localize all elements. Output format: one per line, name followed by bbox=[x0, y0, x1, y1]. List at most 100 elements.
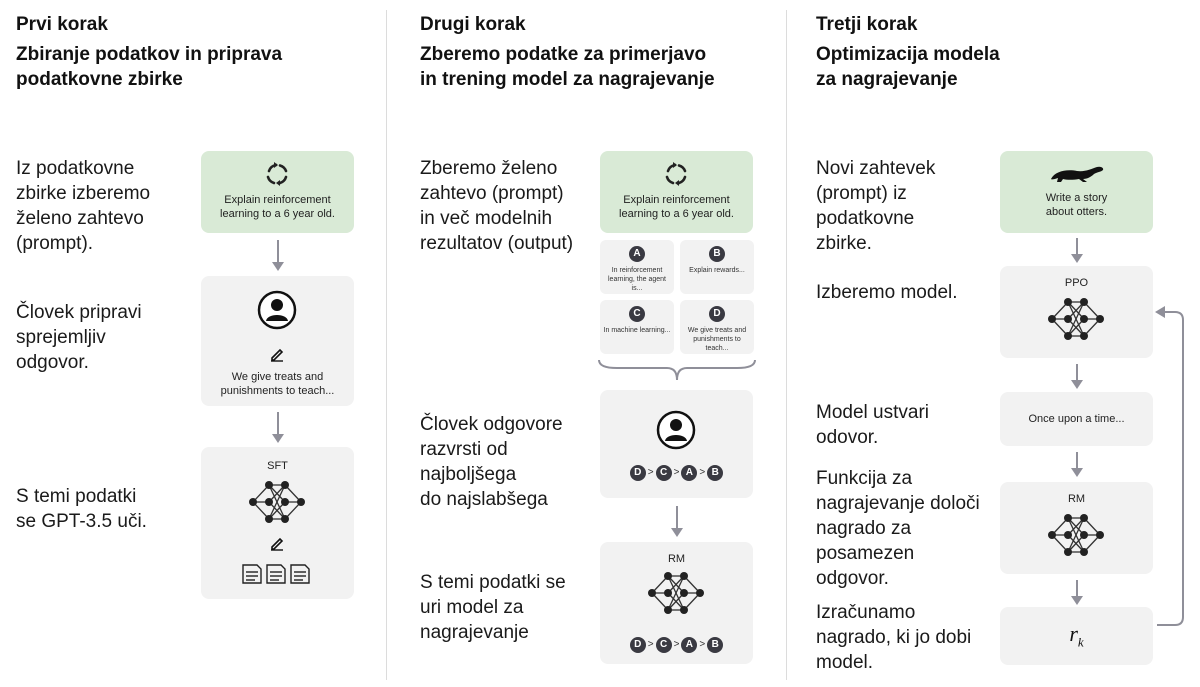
desc-line: Človek pripravi bbox=[16, 302, 142, 323]
step3-subtitle-line2: za nagrajevanje bbox=[816, 69, 958, 90]
output-card-a: A In reinforcement learning, the agent i… bbox=[600, 240, 674, 294]
desc-line: Izračunamo bbox=[816, 602, 916, 623]
step1-subtitle: Zbiranje podatkov in priprava podatkovne… bbox=[16, 42, 282, 92]
step3-subtitle: Optimizacija modela za nagrajevanje bbox=[816, 42, 1000, 92]
model-label: SFT bbox=[267, 460, 288, 472]
cycle-icon bbox=[665, 162, 687, 186]
step1-sft-box: SFT bbox=[201, 447, 354, 599]
desc-line: nagrajevanje določi bbox=[816, 493, 980, 514]
rank-badge: B bbox=[707, 464, 724, 481]
prompt-line2: learning to a 6 year old. bbox=[220, 208, 335, 220]
feedback-loop-arrow bbox=[1155, 306, 1184, 626]
desc-line: Model ustvari bbox=[816, 402, 929, 423]
gt-symbol: > bbox=[673, 639, 680, 651]
prompt-line1: Explain reinforcement bbox=[623, 194, 730, 206]
prompt-line2: about otters. bbox=[1045, 206, 1108, 218]
desc-line: odgovor. bbox=[16, 352, 89, 373]
desc-line: nagrado, ki jo dobi bbox=[816, 627, 972, 648]
desc-line: sprejemljiv bbox=[16, 327, 106, 348]
output-card-c: C In machine learning... bbox=[600, 300, 674, 354]
neural-network-icon bbox=[1048, 298, 1104, 340]
arrow-down bbox=[1071, 238, 1083, 263]
reward-symbol: r bbox=[1069, 621, 1078, 646]
prompt-line1: Write a story bbox=[1045, 192, 1108, 204]
desc-line: Človek odgovore bbox=[420, 414, 563, 435]
step2-title: Drugi korak bbox=[420, 14, 526, 35]
rank-badge: A bbox=[681, 636, 698, 653]
rank-badge: A bbox=[681, 464, 698, 481]
reward-value: rk bbox=[1000, 621, 1153, 650]
ppo-label: PPO bbox=[1064, 277, 1089, 289]
step1-desc-prompt: Iz podatkovne zbirke izberemo želeno zah… bbox=[16, 156, 150, 256]
arrow-down bbox=[272, 240, 284, 271]
desc-line: Izberemo model. bbox=[816, 282, 958, 303]
pencil-icon bbox=[271, 348, 284, 362]
output-text: Once upon a time... bbox=[1028, 413, 1125, 425]
prompt-line1: Explain reinforcement bbox=[224, 194, 331, 206]
step3-rm-box: RM bbox=[1000, 482, 1153, 574]
desc-line: Novi zahtevek bbox=[816, 158, 936, 179]
column-divider-1 bbox=[386, 10, 387, 680]
gt-symbol: > bbox=[647, 639, 654, 651]
desc-line: se GPT-3.5 uči. bbox=[16, 511, 147, 532]
desc-line: posamezen bbox=[816, 543, 915, 564]
rank-badge: C bbox=[655, 464, 672, 481]
person-icon bbox=[656, 410, 696, 450]
arrow-down bbox=[1071, 452, 1083, 477]
desc-line: model. bbox=[816, 652, 874, 673]
step3-desc-reward-fn: Funkcija za nagrajevanje določi nagrado … bbox=[816, 466, 980, 591]
desc-line: zahtevo (prompt) bbox=[420, 183, 564, 204]
step1-prompt-box: Explain reinforcement learning to a 6 ye… bbox=[201, 151, 354, 233]
gt-symbol: > bbox=[673, 467, 680, 479]
step3-desc-reward: Izračunamo nagrado, ki jo dobi model. bbox=[816, 600, 971, 675]
rm-label: RM bbox=[1067, 493, 1086, 505]
step2-subtitle-line1: Zberemo podatke za primerjavo bbox=[420, 44, 707, 65]
desc-line: S temi podatki se bbox=[420, 572, 566, 593]
desc-line: razvrsti od bbox=[420, 439, 508, 460]
step2-ranking-box: D>C>A>B bbox=[600, 390, 753, 498]
step3-desc-model: Izberemo model. bbox=[816, 280, 958, 305]
otter-icon bbox=[1051, 166, 1104, 182]
brace-connector bbox=[598, 359, 756, 381]
output-card-b: B Explain rewards... bbox=[680, 240, 754, 294]
reward-subscript: k bbox=[1077, 634, 1084, 650]
pencil-icon bbox=[271, 537, 284, 551]
cycle-icon bbox=[266, 162, 288, 186]
desc-line: odovor. bbox=[816, 427, 879, 448]
desc-line: najboljšega bbox=[420, 464, 517, 485]
neural-network-icon bbox=[648, 572, 704, 614]
ranking-row: D>C>A>B bbox=[600, 464, 753, 482]
step1-title: Prvi korak bbox=[16, 14, 108, 35]
desc-line: zbirke. bbox=[816, 233, 872, 254]
step1-subtitle-line2: podatkovne zbirke bbox=[16, 69, 183, 90]
arrow-down bbox=[1071, 364, 1083, 389]
model-label: RM bbox=[667, 553, 686, 565]
step2-desc-collect: Zberemo želeno zahtevo (prompt) in več m… bbox=[420, 156, 573, 256]
person-icon bbox=[257, 290, 297, 330]
output-letter: A bbox=[629, 246, 645, 262]
step3-title: Tretji korak bbox=[816, 14, 918, 35]
desc-line: rezultatov (output) bbox=[420, 233, 574, 254]
gt-symbol: > bbox=[699, 639, 706, 651]
output-text: Explain rewards... bbox=[689, 267, 745, 274]
desc-line: S temi podatki bbox=[16, 486, 137, 507]
desc-line: odgovor. bbox=[816, 568, 889, 589]
rank-badge: D bbox=[629, 464, 646, 481]
answer-line2: punishments to teach... bbox=[220, 385, 335, 397]
output-card-d: D We give treats and punishments to teac… bbox=[680, 300, 754, 354]
neural-network-icon bbox=[1048, 514, 1104, 556]
column-divider-2 bbox=[786, 10, 787, 680]
step3-ppo-box: PPO bbox=[1000, 266, 1153, 358]
output-letter: C bbox=[629, 306, 645, 322]
step1-human-box: We give treats and punishments to teach.… bbox=[201, 276, 354, 406]
desc-line: nagrajevanje bbox=[420, 622, 529, 643]
answer-line1: We give treats and bbox=[231, 371, 324, 383]
step3-reward-box: rk bbox=[1000, 607, 1153, 665]
step3-prompt-box: Write a story about otters. bbox=[1000, 151, 1153, 233]
desc-line: uri model za bbox=[420, 597, 524, 618]
gt-symbol: > bbox=[647, 467, 654, 479]
step1-desc-train: S temi podatki se GPT-3.5 uči. bbox=[16, 484, 147, 534]
step2-desc-train: S temi podatki se uri model za nagrajeva… bbox=[420, 570, 566, 645]
rank-badge: C bbox=[655, 636, 672, 653]
rank-badge: B bbox=[707, 636, 724, 653]
